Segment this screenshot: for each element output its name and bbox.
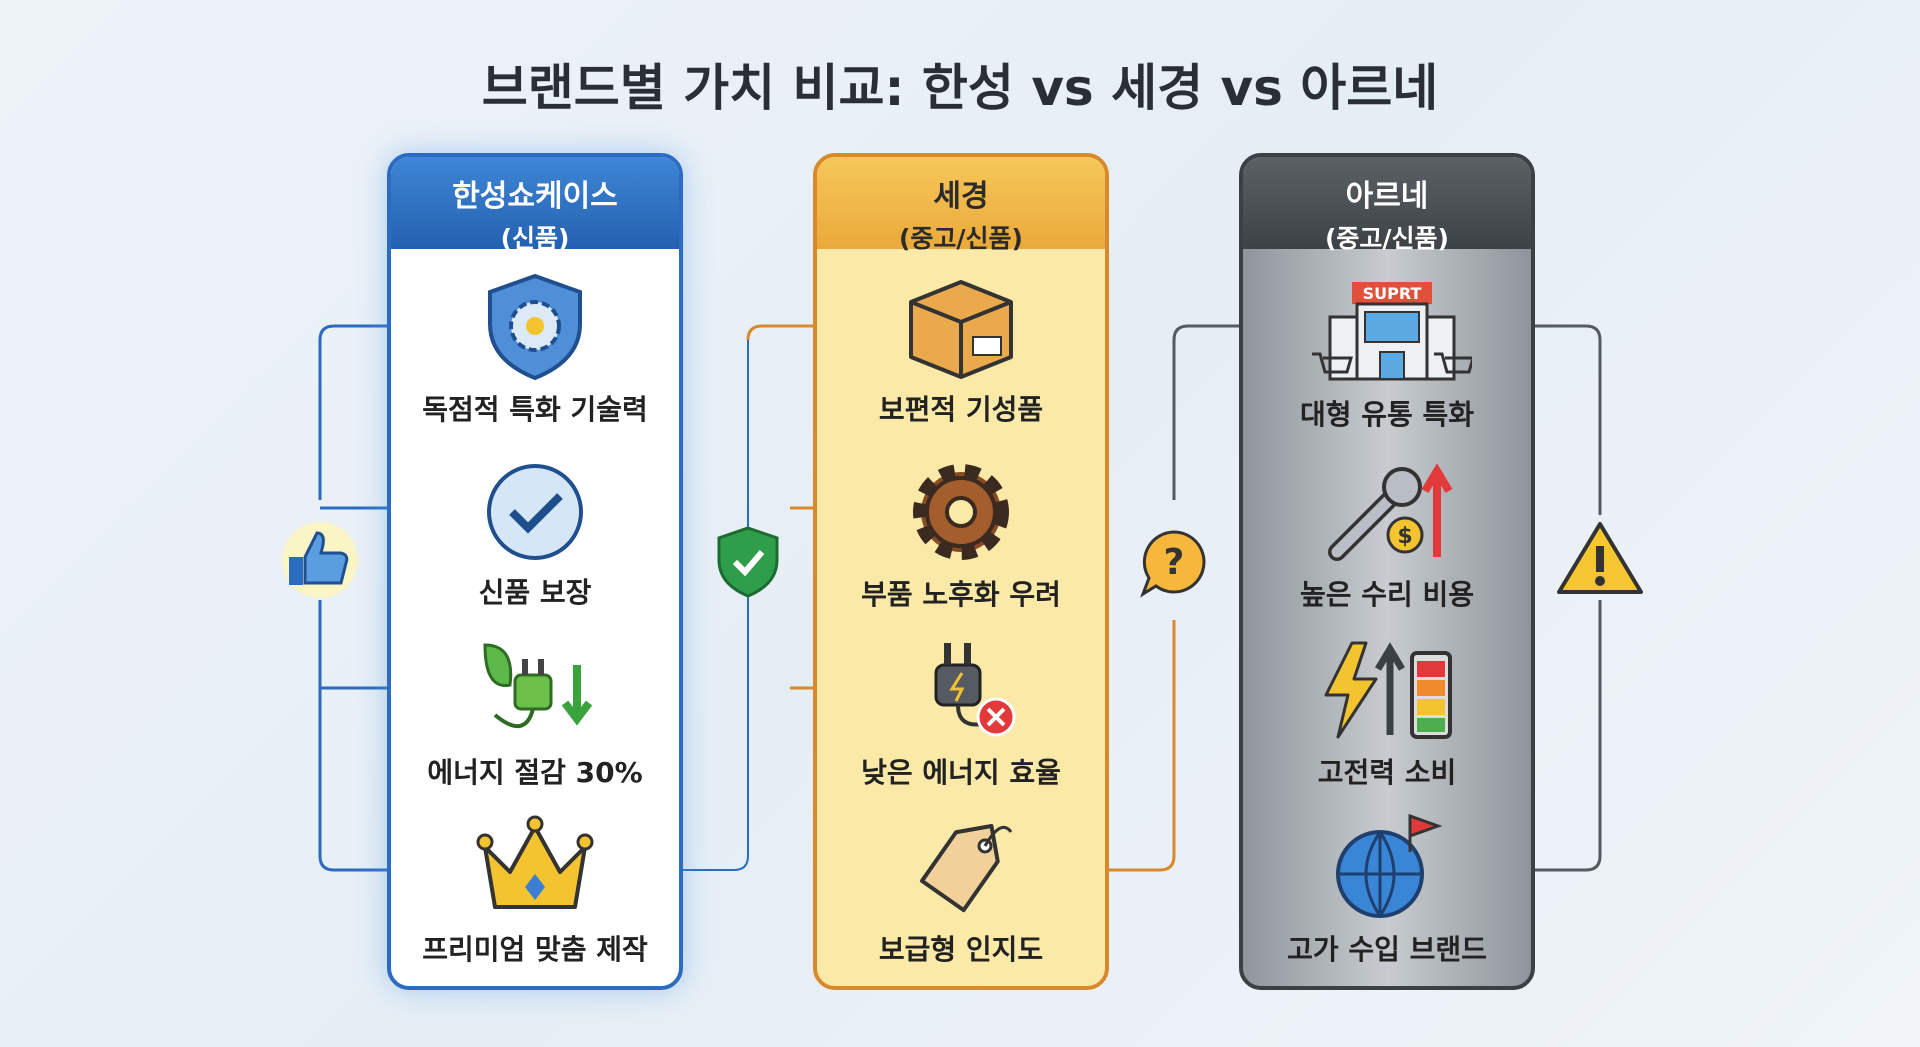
globe-flag-icon — [1336, 813, 1443, 918]
rusty-gear-icon — [913, 464, 1009, 560]
high-power-battery-icon — [1324, 641, 1452, 739]
list-item: 프리미엄 맞춤 제작 — [391, 812, 679, 968]
brand-sub: (신품) — [500, 224, 570, 253]
item-label: 신품 보장 — [478, 576, 592, 609]
item-label: 고전력 소비 — [1317, 756, 1457, 789]
list-item: 낮은 에너지 효율 — [817, 635, 1105, 791]
item-label: 에너지 절감 30% — [427, 756, 643, 789]
svg-text:?: ? — [1164, 542, 1185, 583]
item-label: 부품 노후화 우려 — [861, 578, 1061, 611]
list-item: 에너지 절감 30% — [391, 635, 679, 791]
plug-error-icon — [934, 643, 1016, 737]
column-hansung: 한성쇼케이스 (신품) 독점적 특화 기술력 신품 보장 에너지 절감 30% … — [387, 153, 683, 990]
column-header: 한성쇼케이스 (신품) — [391, 157, 679, 253]
warning-icon — [1552, 515, 1648, 601]
item-label: 보급형 인지도 — [878, 933, 1044, 966]
brand-sub: (중고/신품) — [1325, 224, 1449, 253]
question-bubble-icon: ? — [1136, 525, 1212, 601]
wrench-cost-icon: $ — [1328, 463, 1453, 561]
item-label: 대형 유통 특화 — [1299, 398, 1475, 431]
column-segyeong: 세경 (중고/신품) 보편적 기성품 부품 노후화 우려 낮은 에너지 효율 보… — [813, 153, 1109, 990]
brand-name: 세경 — [933, 179, 989, 214]
list-item: 신품 보장 — [391, 460, 679, 611]
brand-sub: (중고/신품) — [899, 224, 1023, 253]
column-arne: 아르네 (중고/신품) SUPRT 대형 유통 특화 $ 높은 수리 비용 고전… — [1239, 153, 1535, 990]
list-item: 보급형 인지도 — [817, 812, 1105, 968]
list-item: $ 높은 수리 비용 — [1243, 457, 1531, 613]
item-label: 낮은 에너지 효율 — [861, 756, 1061, 789]
list-item: 고전력 소비 — [1243, 635, 1531, 791]
column-header: 아르네 (중고/신품) — [1243, 157, 1531, 253]
svg-text:$: $ — [1397, 524, 1412, 549]
list-item: 고가 수입 브랜드 — [1243, 812, 1531, 968]
price-tag-icon — [919, 824, 1013, 913]
box-icon — [909, 280, 1013, 379]
shield-check-icon — [712, 522, 784, 602]
list-item: SUPRT 대형 유통 특화 — [1243, 272, 1531, 433]
page-title: 브랜드별 가치 비교: 한성 vs 세경 vs 아르네 — [481, 59, 1439, 117]
eco-plug-icon — [483, 643, 593, 728]
item-label: 독점적 특화 기술력 — [422, 393, 648, 426]
list-item: 보편적 기성품 — [817, 272, 1105, 428]
brand-name: 한성쇼케이스 — [452, 179, 618, 214]
item-label: 프리미엄 맞춤 제작 — [422, 933, 648, 966]
check-circle-icon — [487, 464, 583, 560]
list-item: 부품 노후화 우려 — [817, 457, 1105, 613]
item-label: 고가 수입 브랜드 — [1287, 933, 1487, 966]
item-label: 보편적 기성품 — [878, 393, 1044, 426]
list-item: 독점적 특화 기술력 — [391, 272, 679, 428]
svg-text:SUPRT: SUPRT — [1363, 284, 1422, 303]
brand-name: 아르네 — [1345, 179, 1429, 214]
crown-icon — [476, 815, 594, 909]
shield-gear-icon — [488, 273, 582, 381]
column-header: 세경 (중고/신품) — [817, 157, 1105, 253]
supermarket-icon: SUPRT — [1312, 282, 1472, 381]
thumbs-up-icon — [270, 515, 370, 605]
item-label: 높은 수리 비용 — [1299, 578, 1475, 611]
